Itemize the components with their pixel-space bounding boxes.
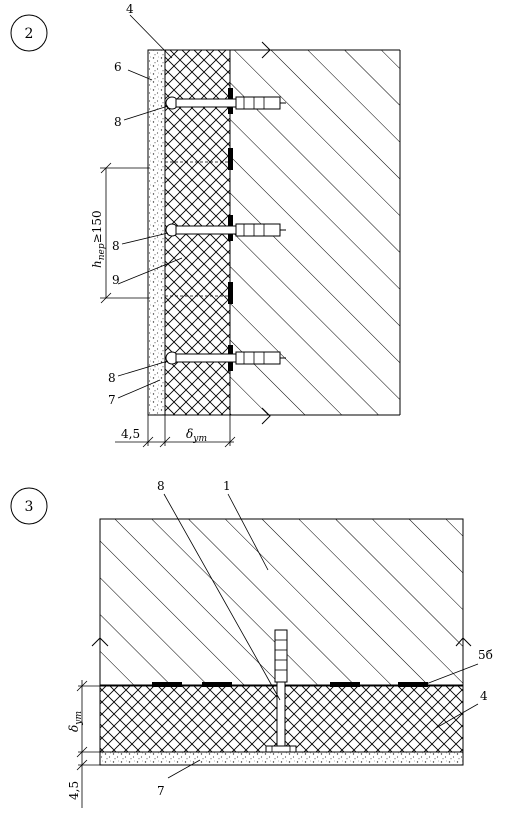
detail-2-break-mark-top	[261, 41, 271, 59]
detail-3-callout-7: 7	[157, 784, 165, 798]
detail-2-dim-plaster-label: 4,5	[121, 427, 140, 441]
detail-2-callout-8-middle: 8	[112, 239, 120, 253]
detail-3-dim-left: δут 4,5	[67, 680, 100, 808]
detail-3-break-mark-right	[455, 637, 472, 647]
detail-2-number: 2	[25, 26, 34, 42]
detail-2-callout-4: 4	[126, 2, 134, 16]
detail-3-dim-plaster-label: 4,5	[67, 781, 81, 800]
detail-2-dim-overlap: hпер≥150	[90, 162, 150, 304]
detail-2-callout-7: 7	[108, 393, 116, 407]
detail-2-callout-8-bottom: 8	[108, 371, 116, 385]
detail-2-callout-9: 9	[112, 273, 120, 287]
detail-3: 3 8 1 5б	[10, 479, 493, 808]
detail-3-number: 3	[25, 499, 34, 515]
detail-3-callout-8: 8	[157, 479, 165, 493]
detail-2-plaster-layer	[147, 49, 166, 416]
detail-3-break-mark-left	[91, 637, 109, 647]
detail-3-number-circle	[10, 487, 48, 525]
detail-2-dim-bottom: 4,5 δут	[115, 415, 236, 448]
detail-3-dim-delta-label: δут	[67, 711, 84, 732]
detail-2-break-mark-bottom	[261, 407, 271, 425]
detail-3-callout-1: 1	[223, 479, 231, 493]
detail-2-callout-6: 6	[114, 60, 122, 74]
detail-2-anchor-bottom	[165, 351, 286, 365]
detail-3-plaster-layer	[99, 751, 464, 766]
detail-2-dim-delta-label: δут	[186, 427, 207, 444]
detail-2-number-circle	[10, 14, 48, 52]
detail-3-callout-5b: 5б	[478, 648, 493, 662]
detail-2-callout-8-top: 8	[114, 115, 122, 129]
detail-2-anchor-top	[165, 96, 286, 110]
detail-3-callout-4: 4	[480, 689, 488, 703]
detail-2-anchor-middle	[165, 223, 286, 237]
detail-2: 2	[10, 2, 401, 448]
detail-3-anchor	[265, 629, 297, 753]
detail-2-dim-h-label: hпер≥150	[90, 210, 107, 268]
